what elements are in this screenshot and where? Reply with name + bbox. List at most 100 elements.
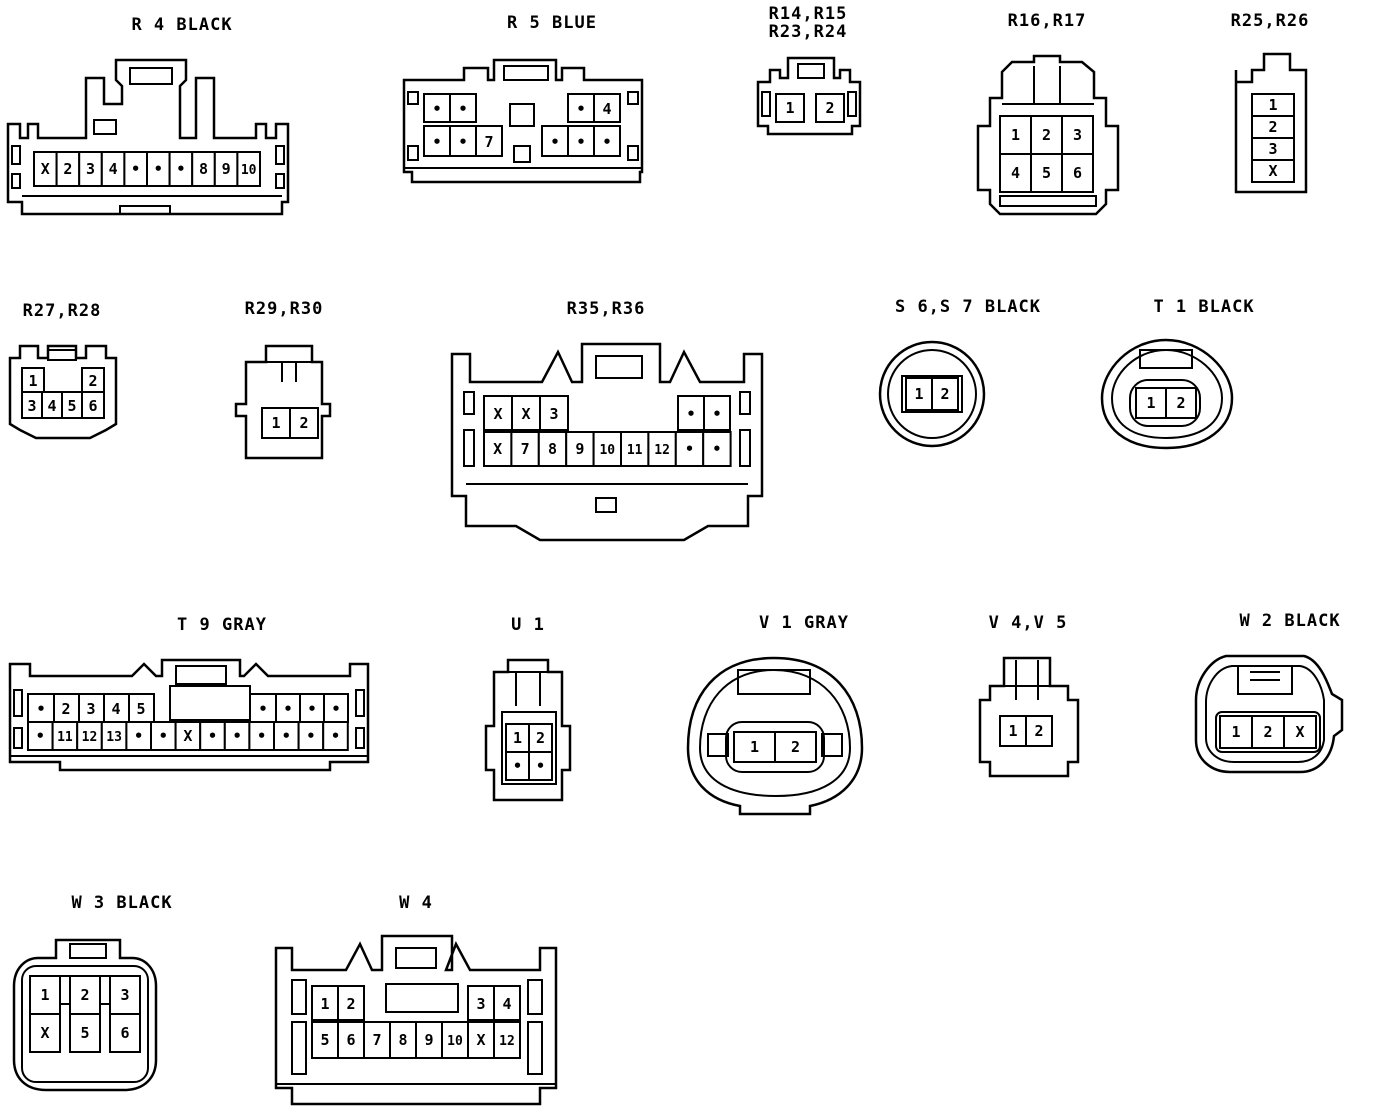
pin-label: • — [513, 757, 522, 775]
pin-cell — [1251, 159, 1295, 183]
pin-label: 2 — [825, 99, 834, 117]
pin-label: 3 — [549, 405, 558, 423]
pin-label: • — [283, 700, 292, 718]
pin-label: • — [131, 160, 140, 178]
pin-label: 1 — [1268, 96, 1277, 114]
pin-grid: X X 3 • • — [483, 395, 731, 431]
pin-label: 7 — [372, 1031, 381, 1049]
pin-label: 4 — [109, 160, 118, 178]
pin-cell — [1219, 715, 1253, 749]
pin-cell — [125, 721, 153, 751]
pin-label: • — [36, 727, 45, 745]
pin-label: X — [521, 405, 530, 423]
connector-title: R35,R36 — [567, 299, 646, 319]
pin-cell — [223, 721, 251, 751]
pin-label: 2 — [1042, 126, 1051, 144]
pin-label: 4 — [47, 397, 56, 415]
pin-label: 10 — [599, 443, 615, 458]
pin-label: X — [476, 1031, 485, 1049]
connector-t9: T 9 GRAY • 2 3 4 5 • • • • • — [8, 615, 370, 772]
pin-label: 5 — [320, 1031, 329, 1049]
pin-label: 5 — [136, 700, 145, 718]
pin-label: X — [1268, 162, 1277, 180]
pin-label: • — [576, 133, 585, 151]
pin-label: 1 — [271, 414, 280, 432]
pin-label: • — [458, 100, 467, 118]
connector-housing — [274, 934, 558, 1106]
pin-label: • — [602, 133, 611, 151]
pin-label: • — [257, 727, 266, 745]
pin-label: 2 — [1176, 394, 1185, 412]
pin-cell — [1283, 715, 1317, 749]
pin-cell — [76, 721, 103, 751]
connector-title: R 4 BLACK — [131, 15, 232, 35]
pin-label: 2 — [61, 700, 70, 718]
pin-label: 11 — [57, 730, 73, 745]
pin-cell — [1135, 387, 1167, 419]
pin-label: 10 — [241, 163, 257, 178]
pin-cell — [775, 93, 805, 123]
pin-cell — [311, 1021, 339, 1059]
pin-label: • — [536, 757, 545, 775]
pin-label: • — [458, 133, 467, 151]
pin-label: 2 — [791, 738, 800, 756]
pin-label: • — [134, 727, 143, 745]
pin-cell — [493, 1021, 521, 1059]
pin-label: 1 — [914, 385, 923, 403]
pin-cell — [337, 1021, 365, 1059]
pin-label: • — [306, 727, 315, 745]
pin-label: 4 — [1011, 164, 1020, 182]
pin-label: • — [712, 405, 721, 423]
pin-cell — [289, 407, 319, 439]
pin-cell — [702, 431, 732, 467]
pin-cell — [51, 721, 79, 751]
lock-tab — [119, 205, 171, 215]
pin-label: • — [176, 160, 185, 178]
pin-label: • — [331, 727, 340, 745]
pin-label: 3 — [27, 397, 36, 415]
pin-label: 2 — [63, 160, 72, 178]
pin-label: 6 — [88, 397, 97, 415]
pin-label: 1 — [750, 738, 759, 756]
pin-cell — [510, 431, 540, 467]
pin-label: 1 — [28, 372, 37, 390]
pin-label: 1 — [513, 729, 522, 747]
pin-label: X — [493, 440, 502, 458]
pin-cell — [261, 407, 291, 439]
pin-label: 1 — [1011, 126, 1020, 144]
pin-cell — [1061, 153, 1094, 193]
latch — [129, 67, 173, 85]
pin-label: 3 — [120, 986, 129, 1004]
connector-title: S 6,S 7 BLACK — [895, 297, 1041, 317]
connector-title: R 5 BLUE — [507, 13, 597, 33]
key-slot — [93, 119, 117, 135]
pin-label: 7 — [521, 440, 530, 458]
pin-label: X — [183, 727, 192, 745]
pin-label: 7 — [484, 133, 493, 151]
pin-label: • — [159, 727, 168, 745]
pin-label: • — [432, 100, 441, 118]
pin-label: 8 — [398, 1031, 407, 1049]
pin-label: 1 — [1146, 394, 1155, 412]
connector-title: U 1 — [511, 615, 545, 635]
pin-grid: • • • 4 • • 7 • • • — [423, 93, 621, 157]
connector-title: R14,R15 — [769, 4, 848, 24]
connector-r5: R 5 BLUE • • • 4 • • 7 • — [402, 13, 644, 184]
pin-label: X — [40, 1024, 49, 1042]
connector-title: R25,R26 — [1231, 11, 1310, 31]
pin-label: 2 — [88, 372, 97, 390]
